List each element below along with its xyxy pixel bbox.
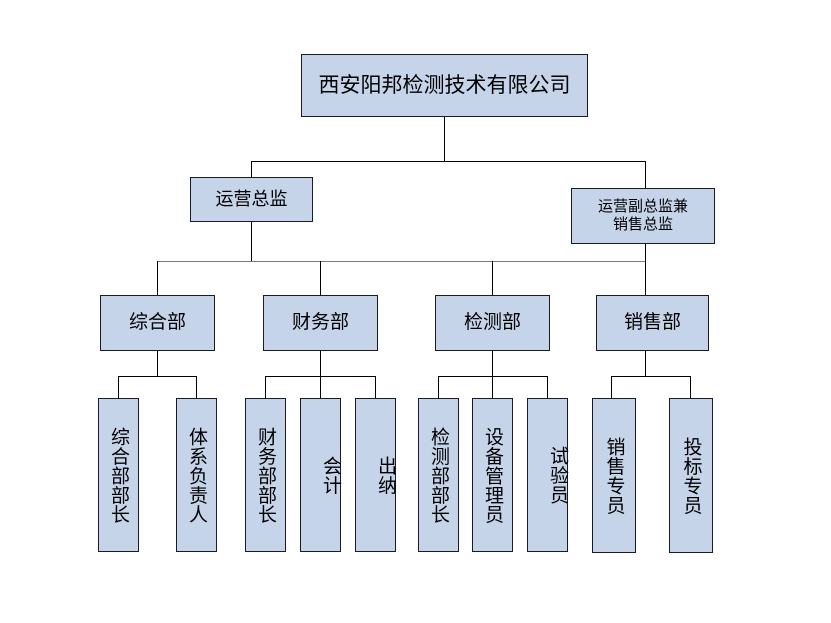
connector-finance-stem <box>320 351 321 376</box>
node-sales-dept[interactable]: 销售部 <box>596 295 709 351</box>
connector-general-affairs-bus <box>118 376 196 377</box>
connector-to-testing-head <box>438 376 439 398</box>
node-finance-dept[interactable]: 财务部 <box>263 295 378 351</box>
connector-to-sales-dept <box>645 261 646 295</box>
node-ops-director[interactable]: 运营总监 <box>190 177 313 222</box>
node-finance-dept-label: 财务部 <box>291 312 349 334</box>
connector-to-cashier <box>375 376 376 398</box>
connector-sales-bus <box>611 376 690 377</box>
node-testing-dept-label: 检测部 <box>463 312 521 334</box>
node-testing-head-label: 检测部部长 <box>428 426 449 524</box>
node-testing-dept[interactable]: 检测部 <box>435 295 550 351</box>
node-deputy-ops-sales-director[interactable]: 运营副总监兼 销售总监 <box>571 188 715 244</box>
connector-to-general-affairs-head <box>118 376 119 398</box>
connector-to-finance-head <box>265 376 266 398</box>
node-sales-dept-label: 销售部 <box>623 312 681 334</box>
connector-testing-stem <box>492 351 493 376</box>
node-general-affairs-dept-label: 综合部 <box>128 312 186 334</box>
node-test-technician-label: 试验员 <box>547 445 568 505</box>
node-bidding-specialist-label: 投标专员 <box>680 436 702 515</box>
node-general-affairs-head[interactable]: 综合部部长 <box>98 398 139 552</box>
connector-to-accountant <box>320 376 321 398</box>
node-sales-specialist-label: 销售专员 <box>603 436 625 515</box>
node-sales-specialist[interactable]: 销售专员 <box>592 398 636 553</box>
node-system-manager[interactable]: 体系负责人 <box>176 398 217 552</box>
connector-to-deputy-director <box>645 161 646 188</box>
node-equipment-manager[interactable]: 设备管理员 <box>472 398 513 552</box>
connector-to-finance-dept <box>320 261 321 295</box>
node-general-affairs-dept[interactable]: 综合部 <box>100 295 215 351</box>
connector-to-system-manager <box>196 376 197 398</box>
node-accountant[interactable]: 会计 <box>300 398 341 552</box>
connector-to-ops-director <box>251 161 252 177</box>
connector-to-test-technician <box>547 376 548 398</box>
node-accountant-label: 会计 <box>320 455 341 495</box>
connector-department-bus <box>157 261 646 262</box>
connector-general-affairs-stem <box>157 351 158 376</box>
connector-sales-stem <box>645 351 646 376</box>
connector-ops-director-stem <box>251 222 252 261</box>
connector-root-bus <box>251 161 645 162</box>
node-cashier[interactable]: 出纳 <box>355 398 396 552</box>
connector-to-bidding-specialist <box>690 376 691 398</box>
node-equipment-manager-label: 设备管理员 <box>482 426 503 524</box>
node-general-affairs-head-label: 综合部部长 <box>108 426 129 524</box>
node-bidding-specialist[interactable]: 投标专员 <box>669 398 713 553</box>
node-finance-head-label: 财务部部长 <box>255 426 276 524</box>
node-test-technician[interactable]: 试验员 <box>527 398 568 552</box>
node-system-manager-label: 体系负责人 <box>186 426 207 524</box>
connector-to-equipment-manager <box>492 376 493 398</box>
connector-deputy-director-stem <box>645 244 646 261</box>
node-company[interactable]: 西安阳邦检测技术有限公司 <box>301 54 588 117</box>
node-company-label: 西安阳邦检测技术有限公司 <box>318 72 571 97</box>
node-deputy-ops-sales-director-label: 运营副总监兼 销售总监 <box>597 198 688 233</box>
node-finance-head[interactable]: 财务部部长 <box>245 398 286 552</box>
node-ops-director-label: 运营总监 <box>215 188 288 209</box>
connector-to-sales-specialist <box>611 376 612 398</box>
node-testing-head[interactable]: 检测部部长 <box>418 398 459 552</box>
connector-to-testing-dept <box>492 261 493 295</box>
node-cashier-label: 出纳 <box>375 455 396 495</box>
connector-root-stem <box>444 117 445 161</box>
connector-to-general-affairs-dept <box>157 261 158 295</box>
